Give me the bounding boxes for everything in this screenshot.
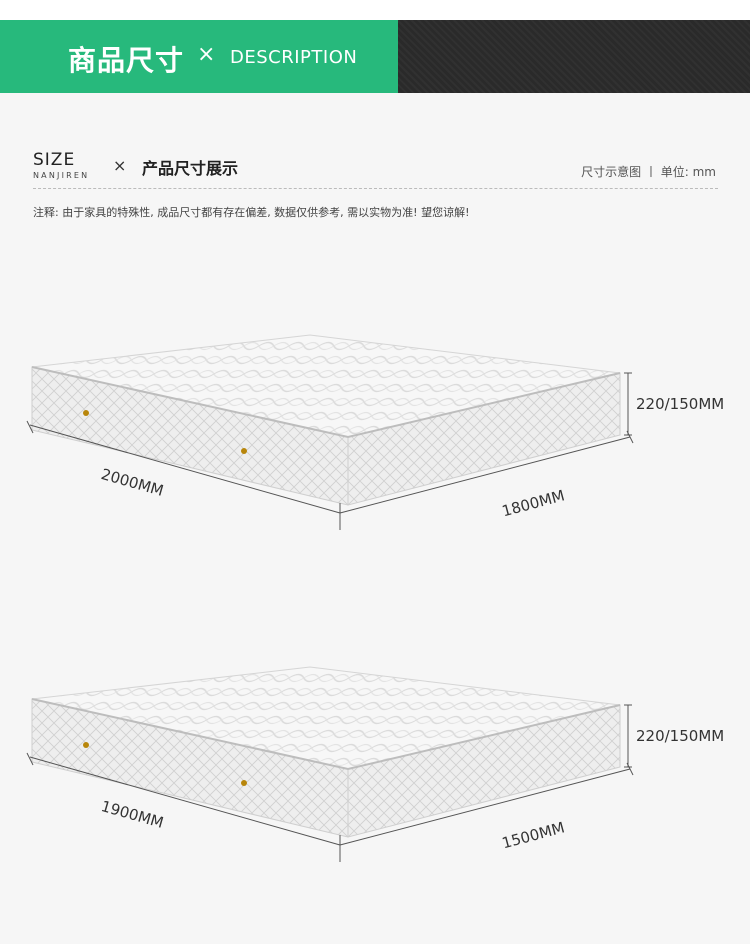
size-legend: 尺寸示意图 丨 单位: mm xyxy=(581,165,716,179)
height-dimension-2: 220/150MM xyxy=(636,727,725,745)
brand-name: NANJIREN xyxy=(33,171,90,180)
size-separator: × xyxy=(113,156,127,175)
size-section-title: 产品尺寸展示 xyxy=(142,159,239,178)
vent-1b xyxy=(241,448,247,454)
banner-green-panel xyxy=(0,20,398,93)
mattress-illustration-2 xyxy=(26,666,634,862)
vent-2b xyxy=(241,780,247,786)
mattress-illustration-1 xyxy=(26,334,634,530)
dashed-divider xyxy=(33,188,718,189)
vent-1a xyxy=(83,410,89,416)
size-label: SIZE xyxy=(33,150,76,170)
section-banner: 商品尺寸 × DESCRIPTION xyxy=(0,20,750,93)
mattress-diagram-2: 220/150MM 1900MM 1500MM xyxy=(0,657,750,902)
vent-2a xyxy=(83,742,89,748)
height-dimension-1: 220/150MM xyxy=(636,395,725,413)
banner-title: 商品尺寸 xyxy=(68,44,185,77)
mattress-diagram-1: 220/150MM 2000MM 1800MM xyxy=(0,325,750,570)
banner-separator: × xyxy=(197,42,216,67)
banner-dark-panel xyxy=(398,20,750,93)
top-whitespace xyxy=(0,0,750,20)
banner-subtitle: DESCRIPTION xyxy=(230,47,358,68)
disclaimer-note: 注释: 由于家具的特殊性, 成品尺寸都有存在偏差, 数据仅供参考, 需以实物为准… xyxy=(33,206,470,219)
